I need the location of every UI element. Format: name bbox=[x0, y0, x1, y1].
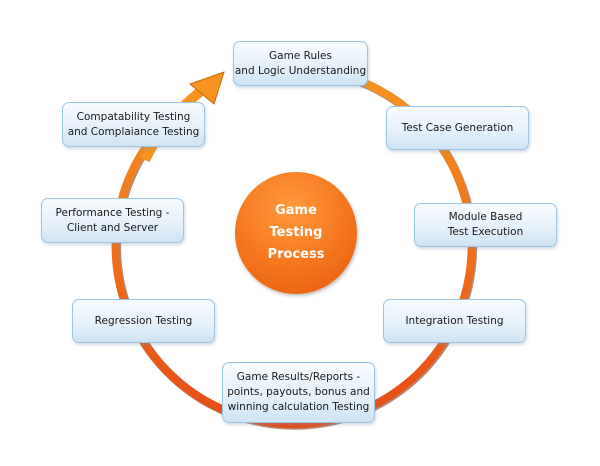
step-label-line: Client and Server bbox=[66, 221, 159, 234]
step-label-line: Regression Testing bbox=[94, 314, 193, 327]
center-circle[interactable]: Game Testing Process bbox=[235, 172, 357, 294]
step-label-line: Game Results/Reports - bbox=[236, 371, 361, 383]
step-label-line: Performance Testing - bbox=[55, 206, 170, 219]
step-label-line: Game Rules bbox=[269, 49, 332, 62]
step-label-line: Module Based bbox=[448, 211, 523, 223]
step-integration-testing[interactable]: Integration Testing bbox=[383, 299, 526, 343]
center-line-1: Game bbox=[275, 203, 317, 218]
step-label-line: Test Execution bbox=[447, 226, 524, 238]
arrow-head-icon bbox=[189, 71, 225, 105]
step-performance-testing[interactable]: Performance Testing - Client and Server bbox=[41, 198, 184, 243]
step-label-line: and Complaiance Testing bbox=[67, 125, 200, 138]
step-compatability-testing[interactable]: Compatability Testing and Complaiance Te… bbox=[62, 102, 205, 147]
step-label-line: Integration Testing bbox=[405, 314, 504, 327]
center-line-2: Testing bbox=[269, 225, 323, 240]
step-label-line: winning calculation Testing bbox=[227, 401, 370, 413]
step-game-results-reports[interactable]: Game Results/Reports - points, payouts, … bbox=[222, 362, 375, 423]
center-line-3: Process bbox=[267, 247, 325, 262]
step-regression-testing[interactable]: Regression Testing bbox=[72, 299, 215, 343]
step-label-line: and Logic Understanding bbox=[234, 64, 367, 77]
step-module-based-test-execution[interactable]: Module Based Test Execution bbox=[414, 203, 557, 247]
step-label-line: points, payouts, bonus and bbox=[227, 386, 370, 398]
step-label-line: Compatability Testing bbox=[76, 110, 191, 123]
step-game-rules[interactable]: Game Rules and Logic Understanding bbox=[233, 41, 368, 86]
step-test-case-generation[interactable]: Test Case Generation bbox=[386, 106, 529, 150]
step-label-line: Test Case Generation bbox=[401, 121, 514, 134]
